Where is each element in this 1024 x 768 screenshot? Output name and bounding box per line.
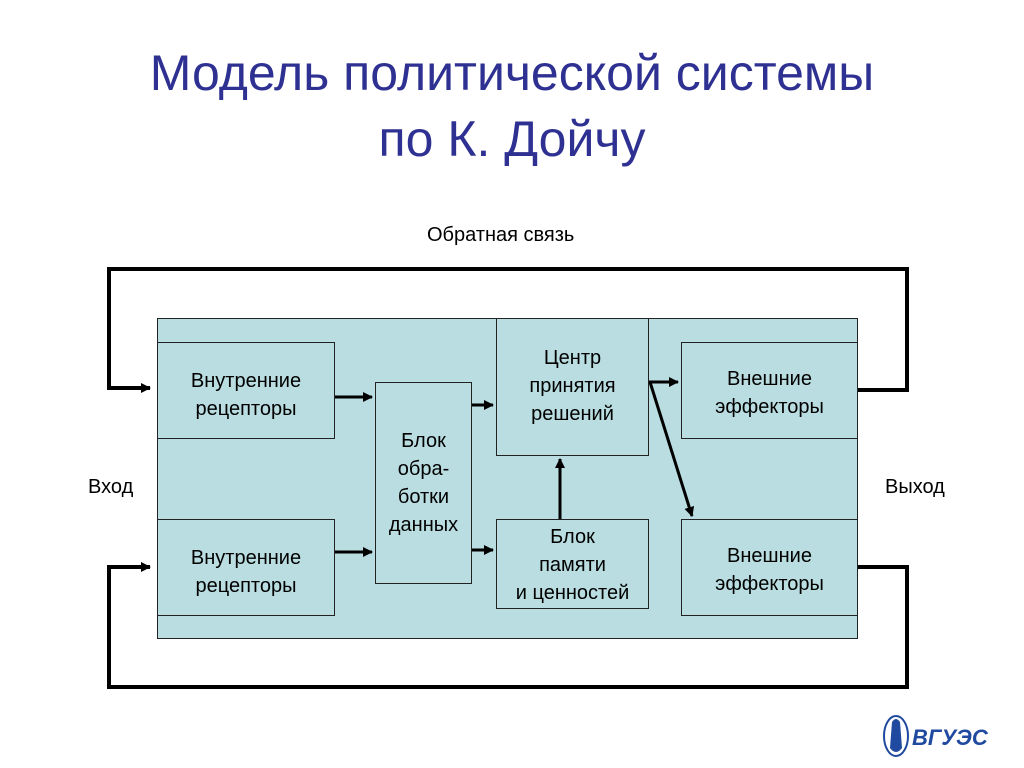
input-label: Вход	[88, 476, 134, 498]
decision-line-1: Центр	[543, 347, 602, 369]
decision-line-2: принятия	[529, 375, 616, 397]
logo-text: ВГУЭС	[912, 725, 989, 750]
effectors-bottom-box: Внешние эффекторы	[681, 519, 858, 616]
memory-line-3: и ценностей	[515, 582, 630, 604]
processing-line-3: ботки	[397, 486, 450, 508]
effectors-bottom-line-1: Внешние	[727, 545, 812, 567]
effectors-top-line-1: Внешние	[727, 368, 812, 390]
effectors-top-box: Внешние эффекторы	[681, 342, 858, 439]
receptors-bottom-box: Внутренние рецепторы	[157, 519, 335, 616]
feedback-loop-top	[107, 267, 909, 393]
output-label: Выход	[885, 476, 945, 498]
effectors-bottom-line-2: эффекторы	[715, 573, 824, 595]
processing-box: Блок обра- ботки данных	[375, 382, 472, 584]
feedback-label: Обратная связь	[427, 224, 575, 246]
decision-center-box: Центр принятия решений	[496, 318, 649, 456]
arrow-decision-to-effectors-bottom	[648, 381, 695, 517]
feedback-loop-bottom	[107, 562, 909, 689]
university-logo: ВГУЭС	[878, 712, 998, 762]
title-line-2: по К. Дойчу	[378, 111, 646, 167]
effectors-top-line-2: эффекторы	[715, 396, 824, 418]
decision-line-3: решений	[531, 403, 614, 425]
memory-line-2: памяти	[539, 554, 606, 576]
processing-line-4: данных	[388, 514, 459, 536]
university-emblem-icon: ВГУЭС	[883, 715, 989, 757]
receptors-top-box: Внутренние рецепторы	[157, 342, 335, 439]
processing-line-2: обра-	[397, 458, 450, 480]
receptors-top-line-2: рецепторы	[195, 398, 297, 420]
memory-box: Блок памяти и ценностей	[496, 519, 649, 609]
memory-line-1: Блок	[550, 526, 595, 548]
title-line-1: Модель политической системы	[149, 45, 875, 101]
processing-line-1: Блок	[401, 430, 446, 452]
receptors-bottom-line-2: рецепторы	[195, 575, 297, 597]
receptors-top-line-1: Внутренние	[190, 370, 302, 392]
receptors-bottom-line-1: Внутренние	[190, 547, 302, 569]
page-title: Модель политической системы по К. Дойчу	[0, 40, 1024, 172]
